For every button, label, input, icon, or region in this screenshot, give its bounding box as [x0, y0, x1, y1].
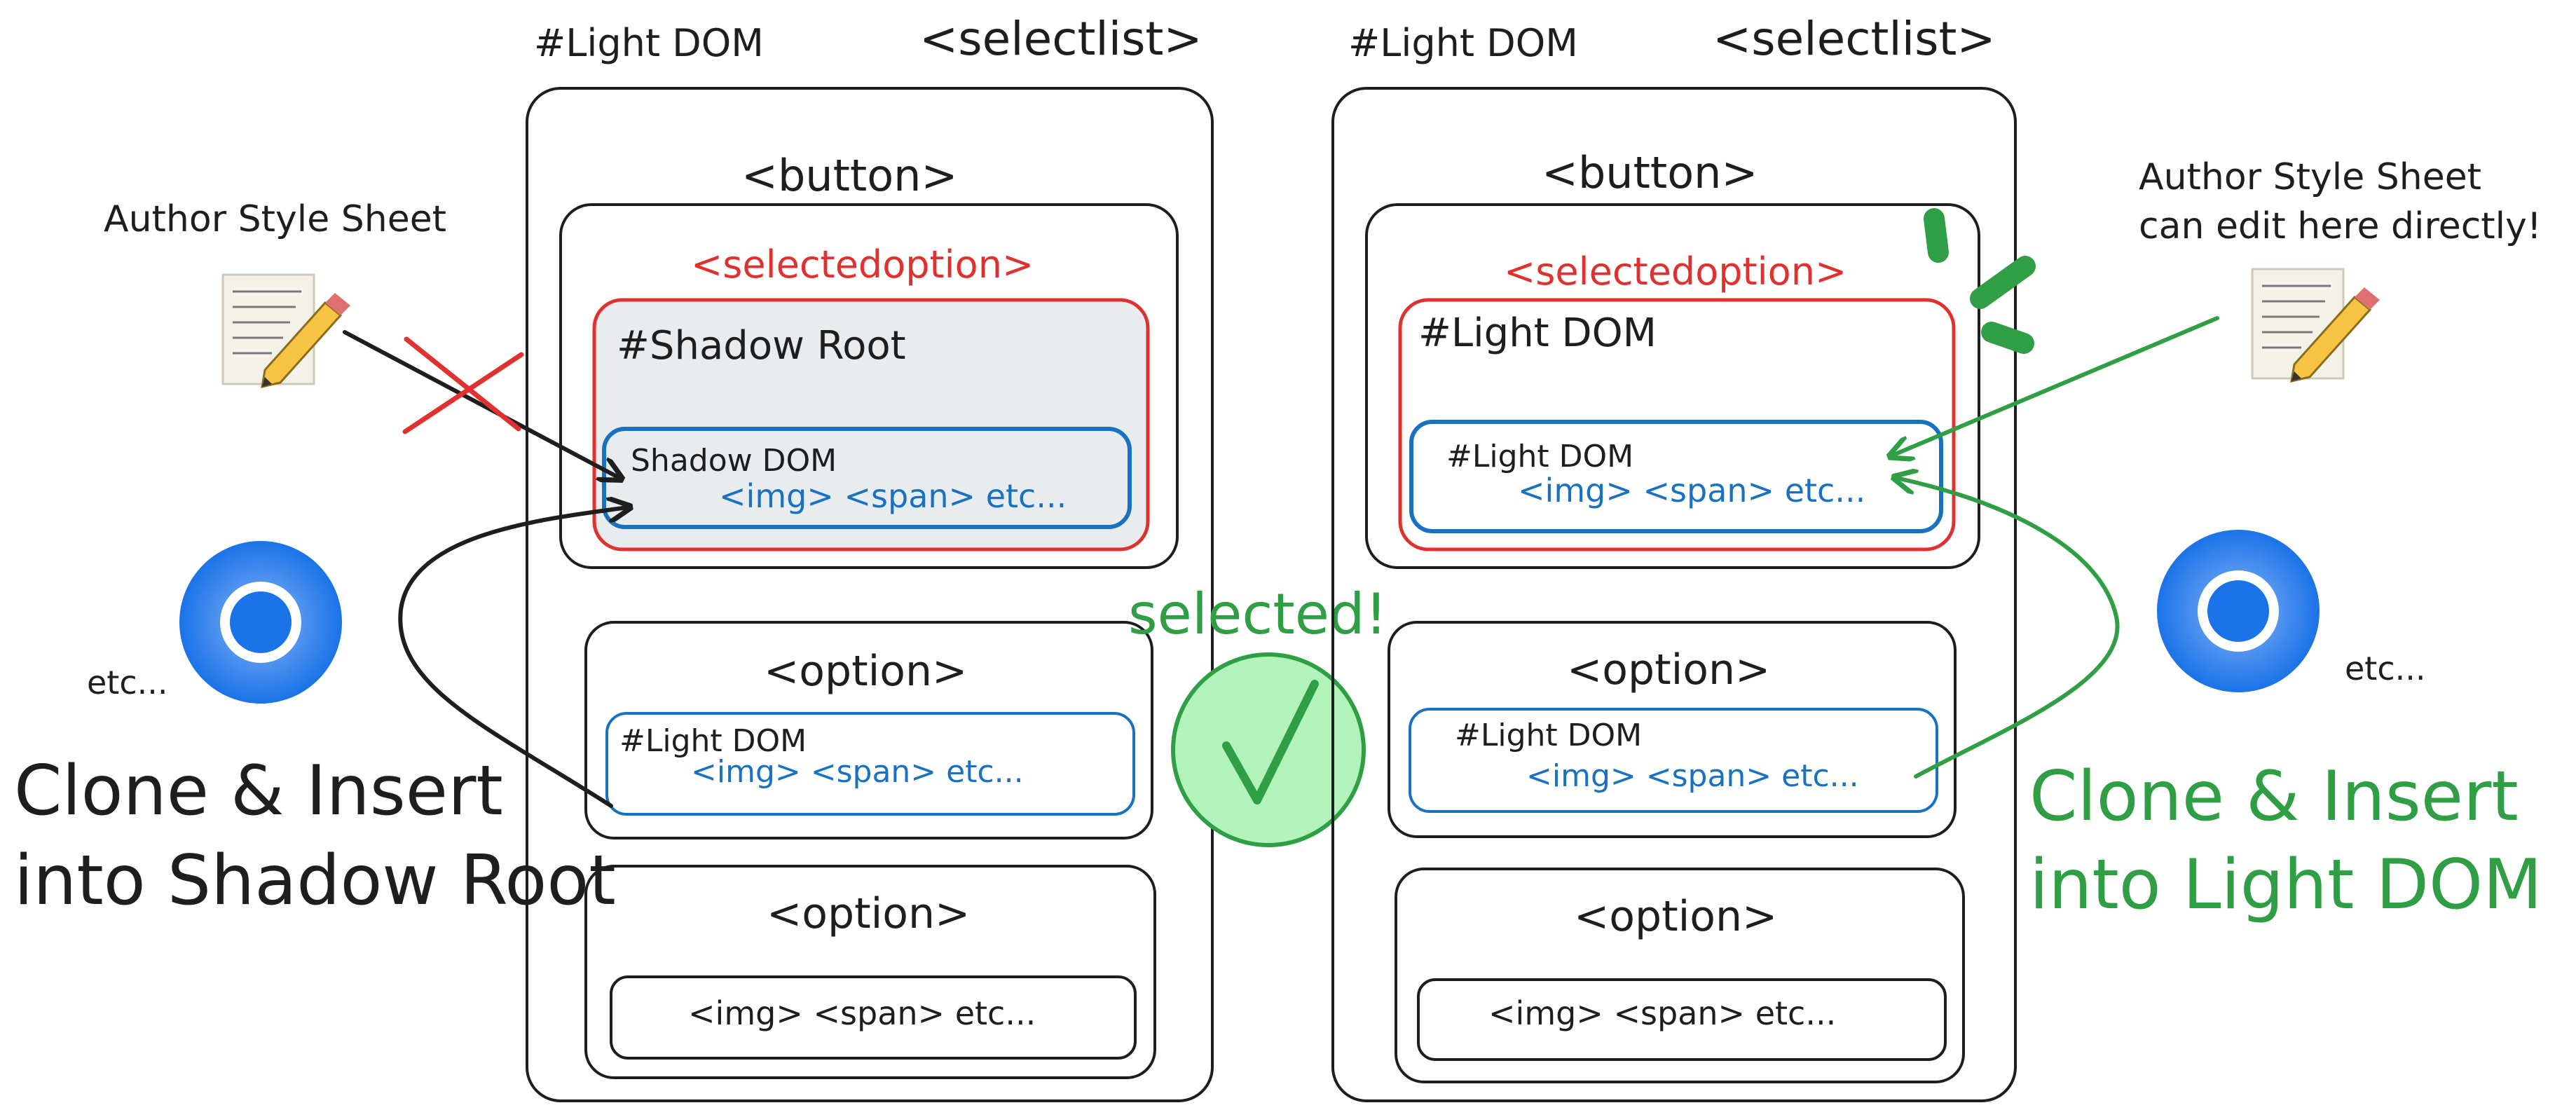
cross-icon	[402, 336, 524, 434]
left-selectlist-group: #Light DOM <selectlist> <button> <select…	[526, 12, 1214, 1102]
right-selectlist-group: #Light DOM <selectlist> <button> <select…	[1331, 12, 2017, 1102]
right-etc: etc...	[2345, 650, 2426, 687]
right-clone-arrow	[1896, 478, 2120, 779]
left-option1-box	[584, 621, 1153, 840]
left-option2-box	[584, 865, 1156, 1079]
right-style-arrow	[1892, 316, 2219, 455]
chromium-icon	[179, 541, 342, 704]
left-shadow-dom-label: Shadow DOM	[631, 443, 837, 479]
right-option2-box	[1395, 868, 1965, 1083]
left-clone-line2: into Shadow Root	[14, 841, 616, 921]
right-nested-light-dom-box	[1409, 420, 1943, 533]
left-clone-line1: Clone & Insert	[14, 751, 503, 831]
right-option1-content: <img> <span> etc...	[1526, 758, 1859, 794]
right-nested-content: <img> <span> etc...	[1518, 472, 1865, 509]
right-option1-box	[1388, 621, 1957, 838]
left-style-arrow	[343, 330, 619, 478]
right-option1-light-dom: #Light DOM	[1455, 718, 1642, 753]
right-selectedoption-label: <selectedoption>	[1504, 249, 1847, 294]
left-author-style-sheet: Author Style Sheet	[104, 198, 446, 240]
right-option2-content: <img> <span> etc...	[1488, 994, 1836, 1032]
right-option2-label: <option>	[1574, 892, 1777, 941]
left-option1-label: <option>	[764, 647, 967, 696]
left-light-dom-label: #Light DOM	[534, 21, 764, 65]
right-clone-line2: into Light DOM	[2029, 845, 2542, 925]
left-option2-content: <img> <span> etc...	[688, 994, 1036, 1032]
left-selectlist-label: <selectlist>	[919, 12, 1203, 66]
right-option2-inner	[1417, 978, 1947, 1061]
left-selectedoption-label: <selectedoption>	[691, 242, 1034, 287]
check-icon	[1171, 652, 1366, 847]
right-button-label: <button>	[1542, 147, 1758, 198]
right-author-line2: can edit here directly!	[2139, 205, 2542, 247]
right-selectlist-label: <selectlist>	[1713, 12, 1996, 66]
memo-icon	[2251, 268, 2380, 383]
right-selectedoption-box	[1398, 298, 1956, 551]
left-option2-label: <option>	[767, 889, 970, 938]
left-option1-inner	[605, 712, 1135, 816]
selected-label: selected!	[1128, 582, 1388, 647]
right-nested-light-dom-label: #Light DOM	[1446, 439, 1633, 474]
left-option1-light-dom: #Light DOM	[619, 723, 807, 759]
right-selectlist-box	[1331, 87, 2017, 1102]
right-option1-inner	[1409, 708, 1938, 813]
chromium-icon	[2157, 530, 2320, 692]
left-clone-arrow	[398, 507, 628, 808]
left-shadow-root-label: #Shadow Root	[617, 323, 906, 369]
left-option2-inner	[610, 975, 1137, 1060]
right-inner-light-dom-label: #Light DOM	[1418, 310, 1657, 356]
memo-icon	[221, 273, 350, 388]
right-button-box	[1365, 203, 1980, 569]
left-button-box	[559, 203, 1179, 569]
emphasis-marks	[1924, 208, 2036, 354]
right-light-dom-label: #Light DOM	[1348, 21, 1578, 65]
left-option1-content: <img> <span> etc...	[691, 754, 1024, 790]
left-button-label: <button>	[741, 150, 957, 201]
right-option1-label: <option>	[1567, 645, 1770, 694]
right-clone-line1: Clone & Insert	[2029, 757, 2519, 837]
right-author-line1: Author Style Sheet	[2139, 156, 2481, 198]
left-shadow-dom-content: <img> <span> etc...	[719, 477, 1067, 515]
left-etc: etc...	[87, 664, 168, 701]
left-selectlist-box	[526, 87, 1214, 1102]
